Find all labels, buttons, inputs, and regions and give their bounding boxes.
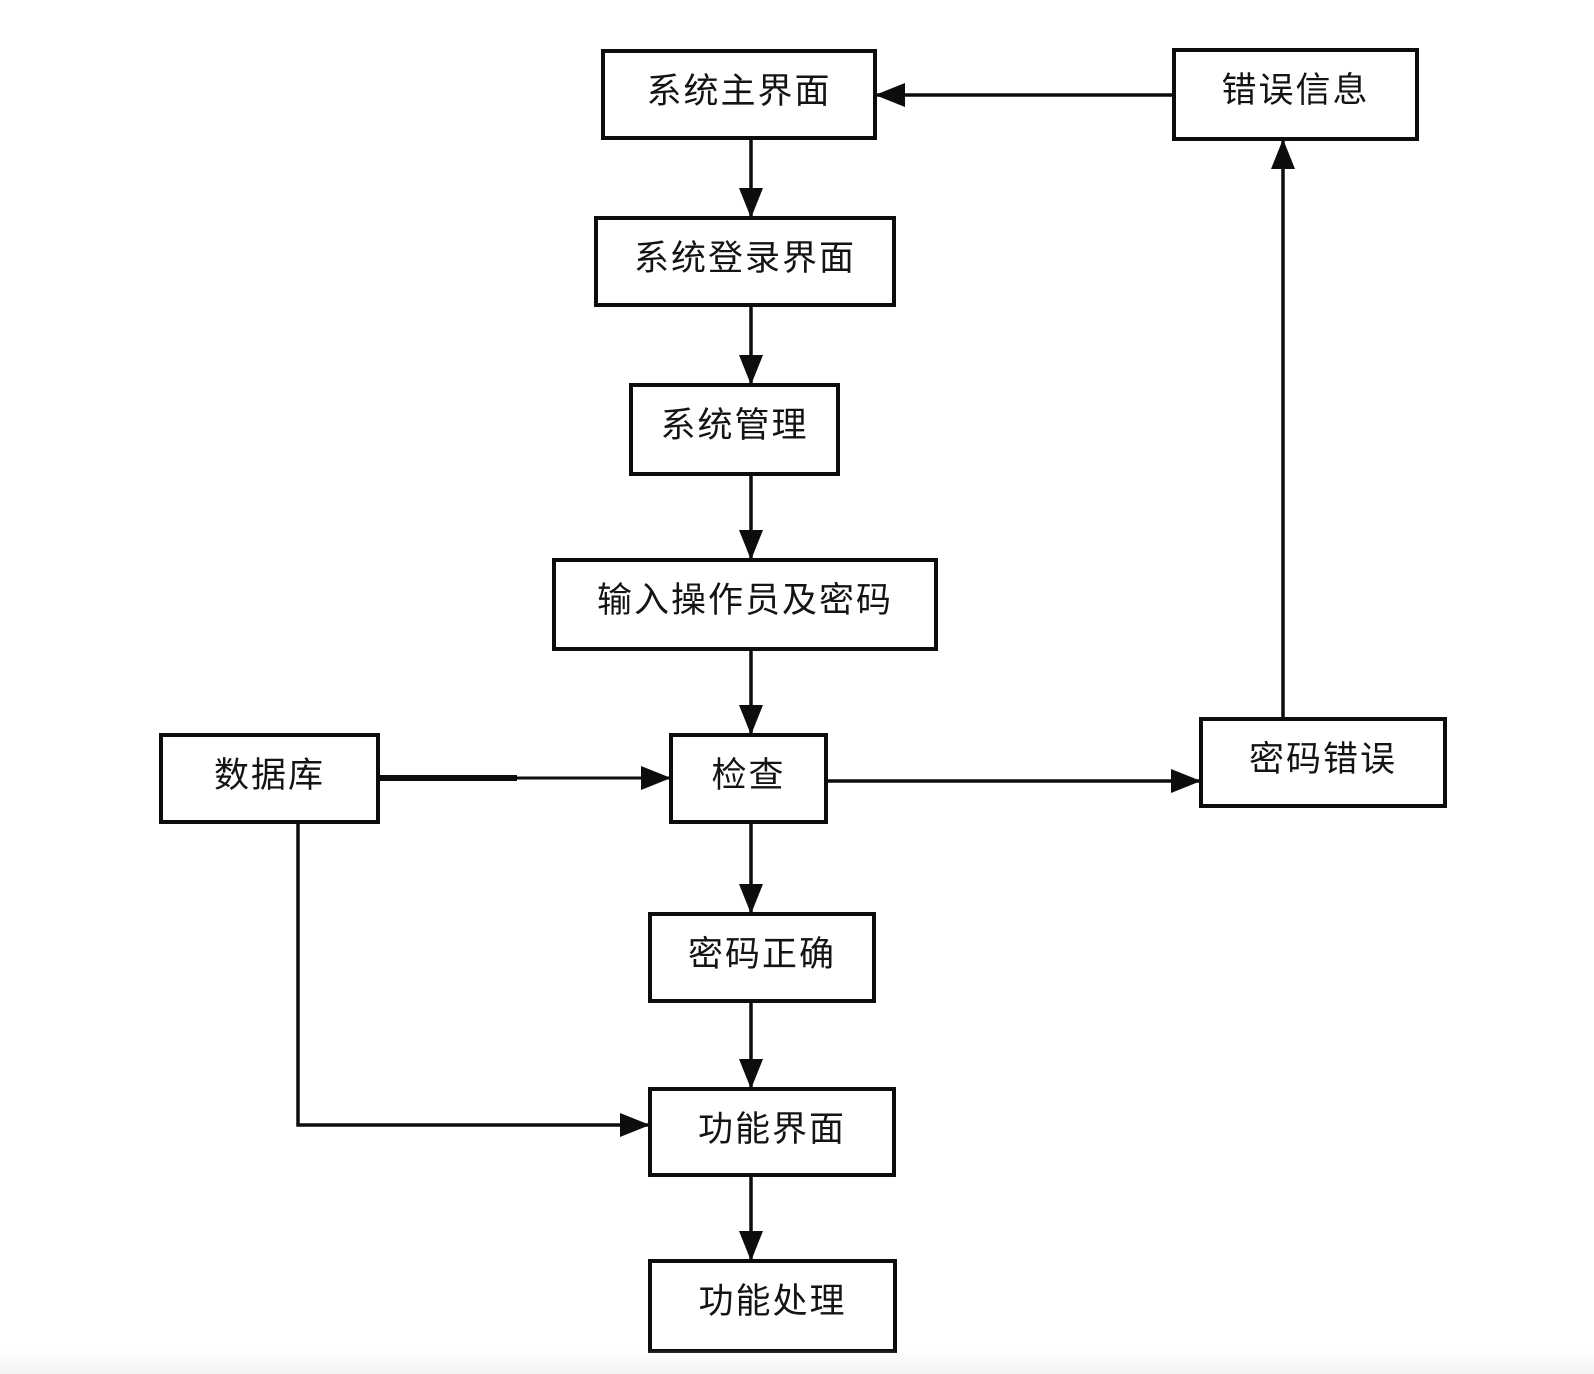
node-error-info: 错误信息 [1172, 48, 1419, 141]
node-pwd-error: 密码错误 [1199, 717, 1447, 808]
node-main-ui: 系统主界面 [601, 49, 877, 140]
page-edge-shadow [0, 1350, 1594, 1374]
node-database: 数据库 [159, 733, 380, 824]
node-pwd-correct: 密码正确 [648, 912, 876, 1003]
edge-database-to-func-ui [296, 824, 650, 1137]
node-system-mgmt: 系统管理 [629, 383, 840, 476]
node-input-credentials: 输入操作员及密码 [552, 558, 938, 651]
node-login-ui: 系统登录界面 [594, 216, 896, 307]
node-func-ui: 功能界面 [648, 1087, 896, 1177]
node-check: 检查 [669, 733, 828, 824]
node-func-proc: 功能处理 [648, 1259, 897, 1353]
